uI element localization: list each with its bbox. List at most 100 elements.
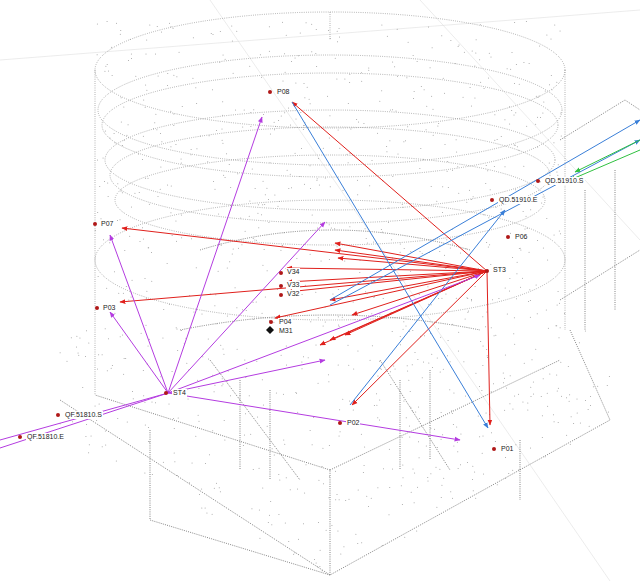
- cloud-point: [337, 31, 338, 32]
- cloud-point: [431, 186, 432, 187]
- cloud-point: [347, 345, 348, 346]
- cloud-point: [124, 358, 125, 359]
- cloud-point: [315, 53, 316, 54]
- cloud-point: [224, 420, 225, 421]
- cloud-point: [403, 141, 404, 142]
- cloud-point: [249, 200, 250, 201]
- cloud-point: [531, 359, 532, 360]
- cloud-point: [423, 159, 424, 160]
- cloud-point: [442, 212, 443, 213]
- cloud-point: [144, 278, 145, 279]
- survey-vector: [338, 258, 487, 271]
- cloud-point: [543, 102, 544, 103]
- cloud-point: [509, 106, 510, 107]
- cloud-point: [510, 233, 511, 234]
- point-label: QD.51910.S: [544, 177, 585, 185]
- cloud-point: [491, 391, 492, 392]
- cloud-point: [146, 325, 147, 326]
- cloud-point: [244, 109, 245, 110]
- cloud-point: [225, 177, 226, 178]
- cloud-point: [181, 159, 182, 160]
- cloud-point: [335, 471, 336, 472]
- cloud-point: [407, 126, 408, 127]
- cloud-point: [487, 355, 488, 356]
- cloud-point: [120, 336, 121, 337]
- cloud-point: [491, 432, 492, 433]
- cloud-point: [549, 84, 550, 85]
- cloud-point: [225, 59, 226, 60]
- cloud-point: [498, 298, 499, 299]
- cloud-point: [400, 252, 401, 253]
- cloud-point: [460, 433, 461, 434]
- cloud-point: [376, 405, 377, 406]
- cloud-point: [364, 447, 365, 448]
- cloud-point: [196, 103, 197, 104]
- cloud-point: [232, 41, 233, 42]
- point-label: V34: [286, 268, 300, 276]
- cloud-point: [227, 316, 228, 317]
- cloud-point: [325, 322, 326, 323]
- cloud-point: [316, 66, 317, 67]
- cloud-point: [160, 376, 161, 377]
- cloud-point: [450, 247, 451, 248]
- cloud-point: [316, 29, 317, 30]
- cloud-point: [433, 135, 434, 136]
- cloud-point: [453, 445, 454, 446]
- cloud-point: [585, 400, 586, 401]
- cloud-point: [495, 441, 496, 442]
- cloud-point: [296, 393, 297, 394]
- cloud-point: [295, 392, 296, 393]
- cloud-point: [279, 479, 280, 480]
- cloud-point: [447, 171, 448, 172]
- cloud-point: [523, 211, 524, 212]
- cloud-point: [196, 148, 197, 149]
- cloud-point: [388, 222, 389, 223]
- cloud-point: [501, 208, 502, 209]
- cloud-point: [173, 75, 174, 76]
- survey-vector: [122, 228, 487, 271]
- cloud-point: [97, 160, 98, 161]
- cloud-point: [329, 445, 330, 446]
- cloud-point: [146, 40, 147, 41]
- cloud-point: [288, 107, 289, 108]
- cloud-point: [543, 378, 544, 379]
- cloud-point: [253, 238, 254, 239]
- cloud-point: [367, 242, 368, 243]
- cloud-point: [527, 402, 528, 403]
- cloud-point: [178, 418, 179, 419]
- cloud-point: [458, 332, 459, 333]
- cloud-point: [453, 424, 454, 425]
- cloud-point: [513, 333, 514, 334]
- cloud-point: [455, 63, 456, 64]
- cloud-point: [177, 350, 178, 351]
- cloud-point: [523, 62, 524, 63]
- cloud-point: [107, 370, 108, 371]
- cloud-point: [494, 114, 495, 115]
- cloud-point: [235, 287, 236, 288]
- cloud-point: [471, 299, 472, 300]
- cloud-point: [105, 130, 106, 131]
- cloud-point: [148, 345, 149, 346]
- cloud-point: [222, 143, 223, 144]
- cloud-point: [585, 331, 586, 332]
- cloud-point: [85, 356, 86, 357]
- cloud-point: [304, 493, 305, 494]
- cloud-point: [241, 244, 242, 245]
- cloud-point: [299, 176, 300, 177]
- cloud-point: [475, 498, 476, 499]
- cloud-point: [421, 86, 422, 87]
- cloud-point: [104, 71, 105, 72]
- cloud-point: [452, 498, 453, 499]
- cloud-point: [222, 101, 223, 102]
- cloud-point: [402, 204, 403, 205]
- cloud-point: [597, 386, 598, 387]
- cloud-point: [249, 395, 250, 396]
- cloud-point: [516, 64, 517, 65]
- cloud-point: [358, 122, 359, 123]
- cloud-point: [395, 110, 396, 111]
- cloud-point: [121, 97, 122, 98]
- cloud-point: [198, 421, 199, 422]
- cloud-point: [267, 426, 268, 427]
- cloud-point: [145, 84, 146, 85]
- cloud-point: [361, 72, 362, 73]
